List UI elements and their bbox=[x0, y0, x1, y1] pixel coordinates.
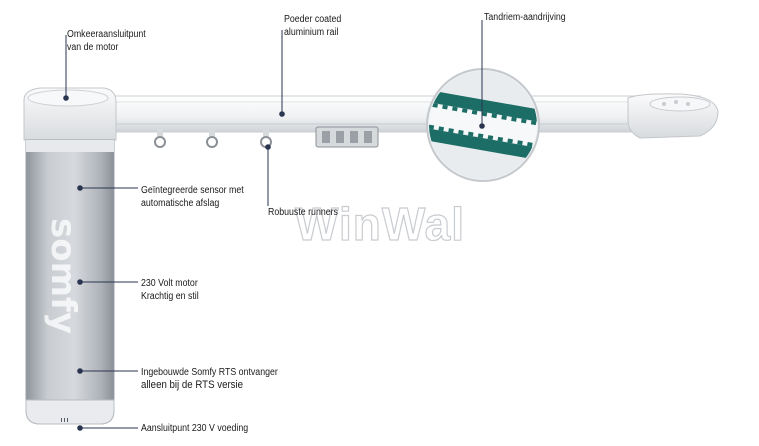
motor-body: somfy bbox=[25, 139, 115, 425]
callout-runners-line1: Robuuste runners bbox=[268, 207, 338, 218]
callout-motor: 230 Volt motor Krachtig en stil bbox=[141, 277, 199, 303]
callout-receiver-line1: Ingebouwde Somfy RTS ontvanger bbox=[141, 367, 278, 378]
callout-belt-line1: Tandriem-aandrijving bbox=[484, 12, 566, 23]
callout-rail-line2: aluminium rail bbox=[284, 27, 339, 38]
aluminium-rail bbox=[94, 95, 701, 133]
callout-runners: Robuuste runners bbox=[268, 206, 338, 219]
callout-belt: Tandriem-aandrijving bbox=[484, 11, 566, 24]
callout-reversal-point-line2: van de motor bbox=[67, 42, 119, 53]
runner bbox=[154, 129, 166, 148]
callout-sensor: Geïntegreerde sensor met automatische af… bbox=[141, 184, 244, 210]
callout-receiver: Ingebouwde Somfy RTS ontvanger alleen bi… bbox=[141, 366, 278, 392]
callout-rail-line1: Poeder coated bbox=[284, 14, 342, 25]
somfy-logo: somfy bbox=[43, 218, 83, 334]
callout-receiver-line2: alleen bij de RTS versie bbox=[141, 379, 244, 391]
callout-power: Aansluitpunt 230 V voeding bbox=[141, 422, 248, 435]
callout-lines bbox=[63, 20, 485, 431]
callout-reversal-point-line1: Omkeeraansluitpunt bbox=[67, 29, 146, 40]
belt-detail-magnifier bbox=[426, 68, 540, 182]
callout-power-line1: Aansluitpunt 230 V voeding bbox=[141, 423, 249, 434]
end-cap-pulley bbox=[627, 93, 719, 139]
callout-sensor-line1: Geïntegreerde sensor met bbox=[141, 185, 244, 196]
callout-motor-line1: 230 Volt motor bbox=[141, 278, 198, 289]
callout-motor-line2: Krachtig en stil bbox=[141, 291, 199, 302]
callout-reversal-point: Omkeeraansluitpunt van de motor bbox=[67, 28, 146, 54]
watermark: WinWal bbox=[295, 198, 465, 250]
runners bbox=[154, 126, 379, 148]
master-carrier bbox=[315, 126, 379, 148]
runner bbox=[206, 129, 218, 148]
callout-sensor-line2: automatische afslag bbox=[141, 198, 220, 209]
callout-rail: Poeder coated aluminium rail bbox=[284, 13, 341, 39]
